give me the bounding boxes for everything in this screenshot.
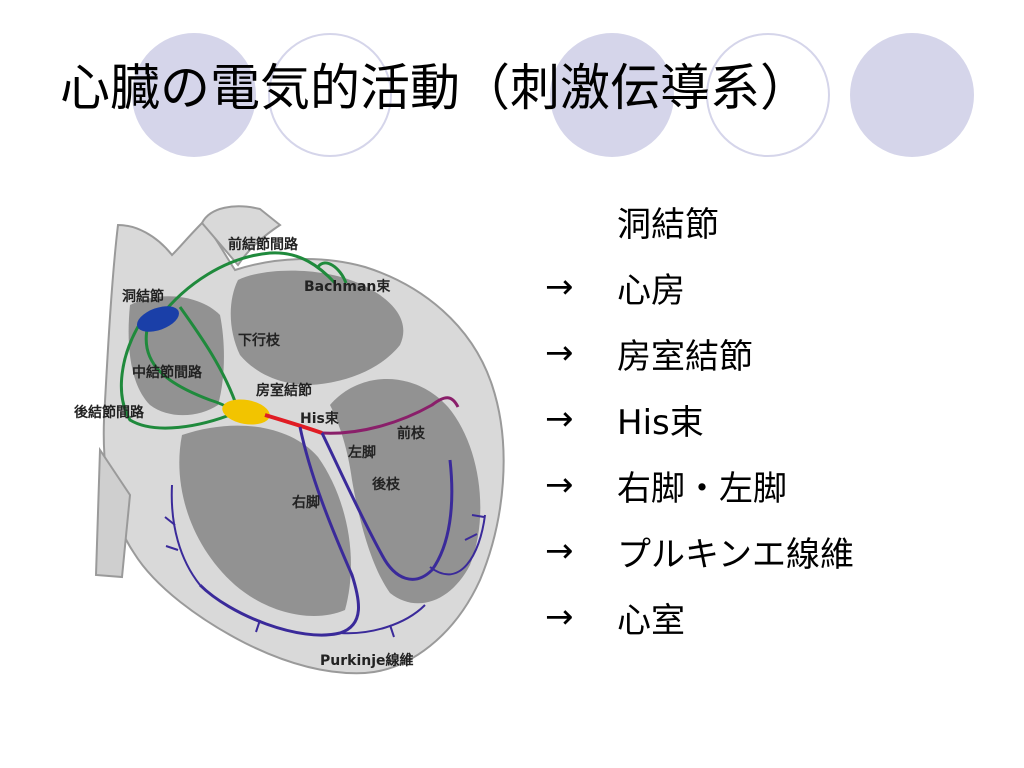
- slide-title: 心臓の電気的活動（刺激伝導系）: [60, 59, 810, 117]
- label-middle-internodal: 中結節間路: [132, 364, 203, 381]
- decorative-circle-3: [550, 33, 674, 157]
- label-anterior-branch: 前枝: [397, 425, 426, 442]
- purkinje-fibers-path: [170, 484, 486, 635]
- left-atrium-chamber: [230, 270, 404, 385]
- step-text: 洞結節: [617, 204, 719, 245]
- step-text: 右脚・左脚: [617, 468, 787, 509]
- label-anterior-internodal: 前結節間路: [228, 236, 299, 253]
- arrow-icon: →: [545, 333, 574, 373]
- pathway-step: → 房室結節: [545, 320, 854, 386]
- label-purkinje: Purkinje線維: [320, 652, 414, 669]
- step-text: 心室: [617, 600, 685, 641]
- label-descending-branch: 下行枝: [238, 332, 281, 349]
- pathway-step: → His束: [545, 386, 854, 452]
- label-posterior-branch: 後枝: [372, 476, 401, 493]
- label-sa-node: 洞結節: [122, 288, 164, 305]
- pathway-step: → プルキンエ線維: [545, 518, 854, 584]
- right-ventricle-chamber: [179, 425, 351, 617]
- descending-branch-path: [178, 306, 240, 411]
- pathway-step: → 右脚・左脚: [545, 452, 854, 518]
- right-bundle-path: [198, 426, 361, 637]
- anterior-branch-path: [321, 396, 460, 435]
- arrow-icon: →: [545, 465, 574, 505]
- arrow-icon: →: [545, 399, 574, 439]
- arrow-icon: →: [545, 597, 574, 637]
- pathway-step: → 心房: [545, 254, 854, 320]
- purkinje-twigs: [164, 514, 485, 638]
- label-av-node: 房室結節: [256, 382, 312, 399]
- label-left-bundle: 左脚: [347, 444, 376, 461]
- step-text: 心房: [617, 270, 685, 311]
- decorative-circle-1: [132, 33, 256, 157]
- vena-cava-outline: [94, 446, 132, 579]
- pathway-step: → 心室: [545, 584, 854, 650]
- label-his-bundle: His束: [300, 410, 340, 427]
- step-text: プルキンエ線維: [617, 534, 854, 575]
- arrow-icon: →: [545, 531, 574, 571]
- label-posterior-internodal: 後結節間路: [74, 404, 145, 421]
- left-bundle-path: [320, 432, 454, 581]
- sa-node-shape: [136, 306, 180, 332]
- step-text: His束: [617, 402, 704, 443]
- decorative-circle-2: [268, 33, 392, 157]
- decorative-circle-4: [706, 33, 830, 157]
- conduction-pathway-list: 洞結節 → 心房 → 房室結節 → His束 → 右脚・左脚 → プルキンエ線維…: [545, 188, 854, 650]
- posterior-internodal-path: [119, 319, 236, 430]
- heart-conduction-diagram: 前結節間路 Bachman束 洞結節 下行枝 中結節間路 後結節間路 房室結節 …: [74, 205, 505, 675]
- av-node-shape: [222, 399, 270, 425]
- his-bundle-path: [264, 413, 323, 435]
- pathway-step: 洞結節: [545, 188, 854, 254]
- bachmann-bundle-path: [316, 261, 348, 284]
- decorative-circle-5: [850, 33, 974, 157]
- label-right-bundle: 右脚: [291, 494, 320, 511]
- label-bachmann: Bachman束: [304, 278, 391, 295]
- arrow-icon: →: [545, 267, 574, 307]
- anterior-internodal-path: [158, 251, 337, 318]
- aorta-outline: [200, 205, 282, 267]
- step-text: 房室結節: [617, 336, 753, 377]
